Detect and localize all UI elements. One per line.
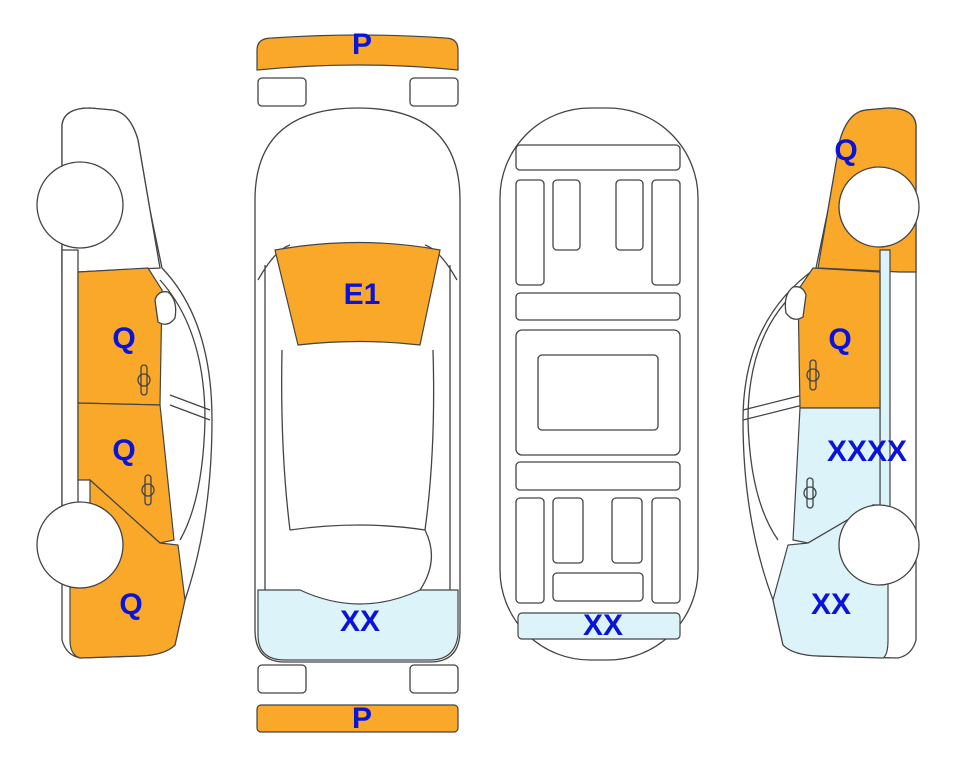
taillight-left [257, 664, 307, 694]
headlight-right [409, 77, 459, 107]
damage-code-windshield: E1 [344, 278, 381, 311]
right-side-view: Q Q XXXX XX [742, 107, 920, 659]
left-side-view: Q Q Q [36, 107, 213, 659]
damage-code-right-rear-door: XXXX [827, 435, 907, 468]
door-handle-icon [137, 364, 151, 396]
underside-rear[interactable] [517, 612, 681, 640]
rear-panel[interactable] [257, 589, 459, 661]
damage-code-right-front-door: Q [828, 323, 851, 356]
damage-code-rear-panel: XX [340, 605, 380, 638]
right-rear-wheel [838, 504, 920, 586]
left-mirror [154, 291, 177, 325]
left-rear-wheel [36, 501, 124, 589]
damage-code-left-rear-door: Q [112, 434, 135, 467]
headlight-left [257, 77, 307, 107]
right-front-wheel [838, 166, 920, 248]
rear-bumper[interactable] [256, 704, 459, 733]
damage-code-front-bumper: P [352, 28, 372, 61]
left-window-frame [159, 279, 211, 541]
top-body-outline [254, 107, 461, 663]
windshield[interactable] [274, 241, 441, 346]
left-front-wheel [36, 161, 124, 249]
damage-code-right-rear-quarter: XX [811, 588, 851, 621]
top-pillars [257, 244, 458, 591]
damage-code-left-rear-quarter: Q [119, 588, 142, 621]
right-sill[interactable] [879, 249, 891, 521]
underside-view: XX [499, 107, 699, 661]
taillight-right [409, 664, 459, 694]
front-bumper[interactable] [256, 34, 459, 71]
door-handle-icon [803, 477, 817, 509]
damage-code-left-front-door: Q [112, 322, 135, 355]
damage-code-underside-rear: XX [583, 609, 623, 642]
door-handle-icon [806, 359, 820, 391]
top-view: P E1 XX P [254, 28, 461, 735]
damage-code-right-front-fender: Q [834, 134, 857, 167]
damage-code-rear-bumper: P [352, 702, 372, 735]
left-sill[interactable] [61, 249, 79, 521]
door-handle-icon [141, 474, 155, 506]
